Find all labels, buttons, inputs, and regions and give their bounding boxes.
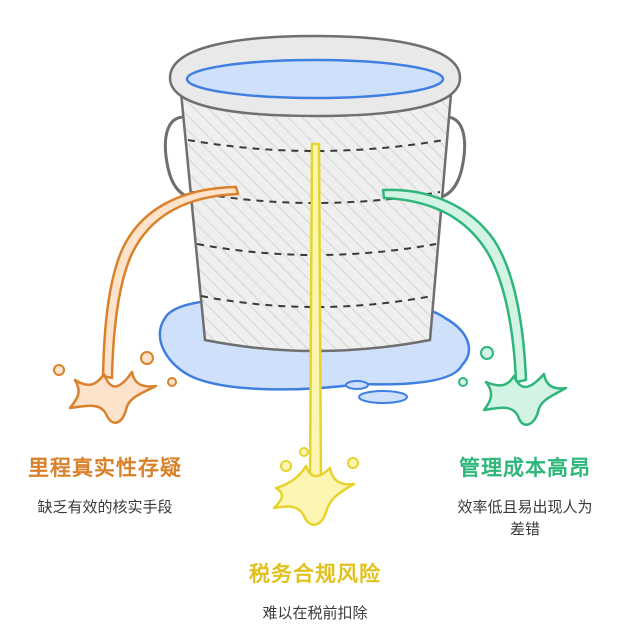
splash-icon-orange: [53, 351, 177, 424]
splash-icon-green: [458, 346, 568, 426]
leak-stream-green: [381, 188, 528, 384]
leak-label-green: 管理成本高昂 效率低且易出现人为 差错: [425, 452, 625, 540]
leak-title-yellow: 税务合规风险: [249, 562, 381, 586]
leak-label-yellow: 税务合规风险 难以在税前扣除: [215, 558, 415, 624]
leak-title-orange: 里程真实性存疑: [28, 456, 182, 480]
splash-icon-yellow: [272, 447, 359, 526]
leak-desc-yellow: 难以在税前扣除: [262, 604, 368, 622]
leak-desc-orange: 缺乏有效的核实手段: [37, 498, 173, 516]
leak-stream-yellow: [308, 142, 323, 486]
leak-title-green: 管理成本高昂: [459, 456, 591, 480]
leak-label-orange: 里程真实性存疑 缺乏有效的核实手段: [0, 452, 210, 518]
leak-desc-green-line2: 差错: [509, 520, 540, 538]
leak-desc-green-line1: 效率低且易出现人为: [457, 498, 593, 516]
leak-stream-orange: [101, 185, 240, 380]
